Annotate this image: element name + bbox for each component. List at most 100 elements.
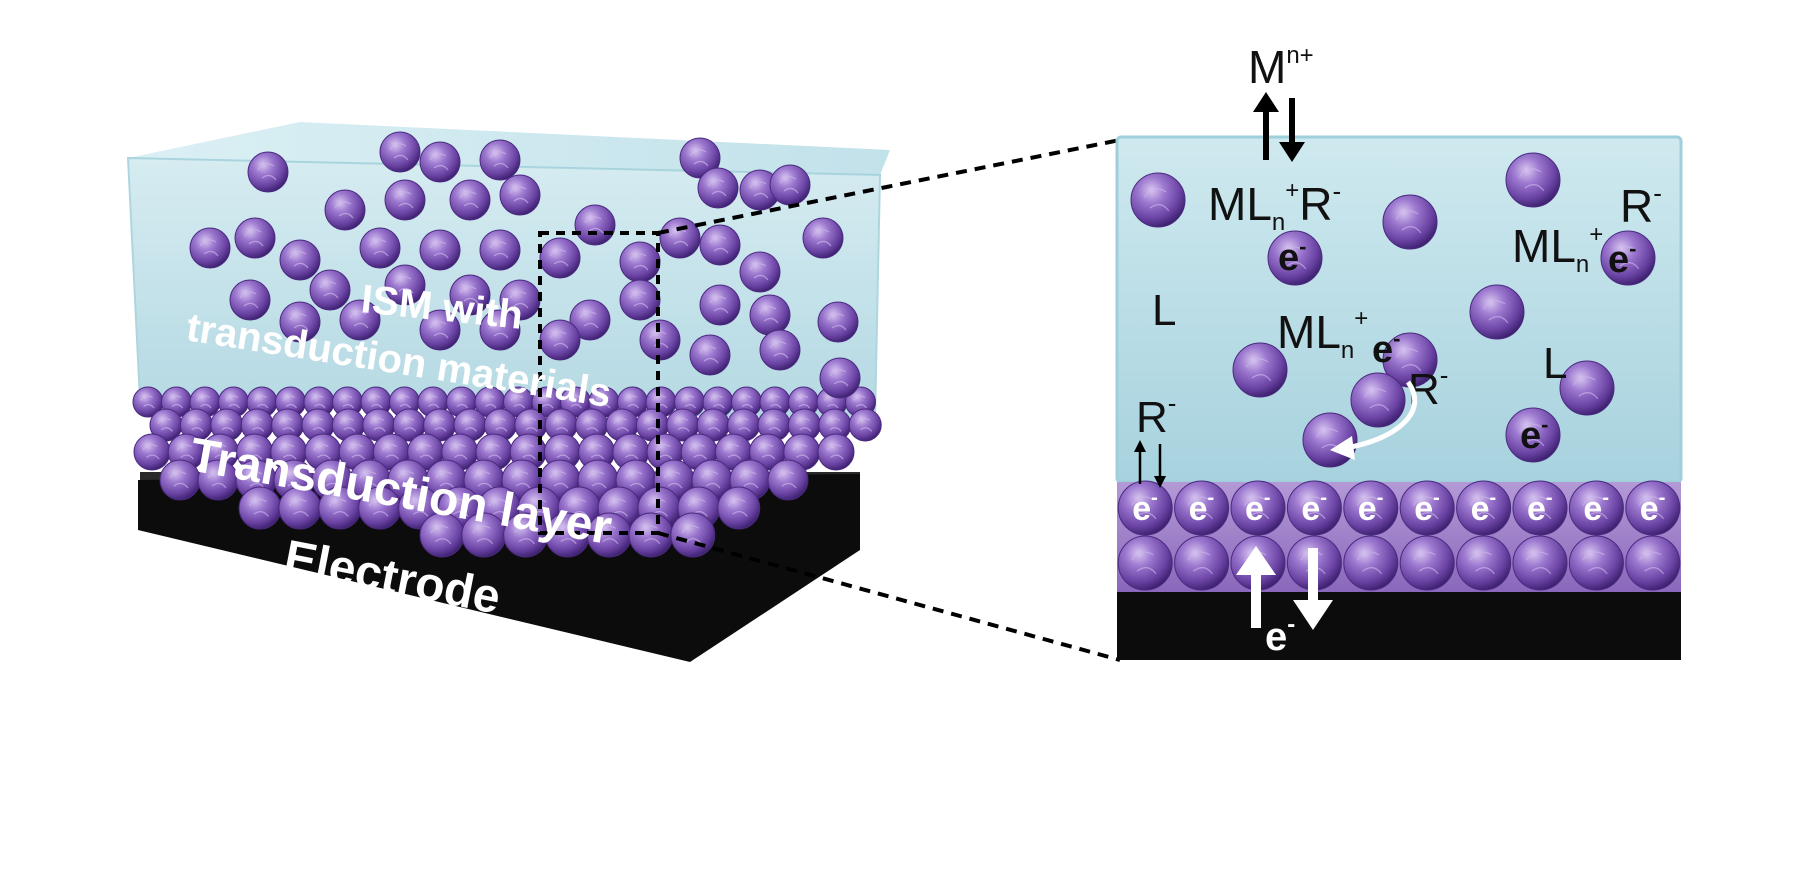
sphere-texture — [584, 216, 604, 234]
sphere-texture — [210, 443, 229, 460]
layer-electron-charge: - — [1546, 487, 1553, 509]
sphere-texture — [459, 191, 479, 209]
zoom-floating-sphere — [1469, 284, 1525, 340]
sphere-texture — [408, 498, 429, 517]
sphere-texture — [629, 291, 649, 309]
sphere-texture — [453, 395, 468, 409]
layer-sphere — [717, 486, 761, 530]
ion-m-label: Mn+ — [1248, 41, 1314, 93]
zoom-floating-sphere — [1505, 152, 1561, 208]
sphere-texture — [674, 417, 690, 432]
sphere-texture — [549, 471, 569, 489]
sphere-texture — [709, 236, 729, 254]
sphere-texture — [552, 443, 571, 460]
sphere-texture — [826, 443, 844, 460]
sphere-texture — [689, 443, 707, 460]
sphere-texture — [279, 443, 297, 460]
layer-electron-charge: - — [1264, 487, 1271, 509]
zoom-layer-sphere-bottom — [1117, 535, 1173, 591]
floating-sphere — [234, 217, 276, 259]
zoom-floating-sphere — [1505, 407, 1561, 463]
sphere-texture — [621, 443, 639, 460]
sphere-texture — [1187, 551, 1213, 575]
sphere-texture — [394, 276, 414, 294]
floating-sphere — [619, 279, 661, 321]
floating-sphere — [449, 274, 491, 316]
sphere-texture — [699, 346, 719, 364]
sphere-texture — [139, 395, 155, 409]
ism-floating-spheres — [189, 131, 861, 399]
floating-sphere — [539, 237, 581, 279]
zoom-layer-sphere-top — [1456, 480, 1512, 536]
sphere-texture — [429, 241, 449, 259]
zoom-layer-sphere-bottom — [1174, 535, 1230, 591]
floating-sphere — [817, 301, 859, 343]
sphere-texture — [1187, 496, 1213, 520]
electron-charge: - — [1299, 234, 1306, 259]
sphere-texture — [431, 417, 447, 432]
sphere-texture — [244, 229, 264, 247]
sphere-texture — [450, 443, 468, 460]
sphere-texture — [1131, 496, 1157, 520]
sphere-texture — [689, 149, 709, 167]
sphere-texture — [368, 498, 389, 517]
sphere-texture — [1143, 188, 1170, 212]
layer-sphere — [817, 433, 855, 471]
sphere-texture — [795, 395, 810, 409]
sphere-texture — [424, 395, 440, 409]
sphere-texture — [765, 417, 781, 432]
dashed-zoom-connector-top — [657, 138, 1121, 235]
sphere-texture — [196, 395, 212, 409]
left-3d-sensor: ISM with transduction materials Transduc… — [126, 122, 890, 662]
zoom-layer-sphere-top — [1117, 480, 1173, 536]
sphere-texture — [1572, 376, 1599, 400]
zoom-layer-sphere-top — [1568, 480, 1624, 536]
sphere-texture — [538, 395, 554, 409]
sphere-texture — [587, 471, 607, 489]
zoom-layer-sphere-top — [1286, 480, 1342, 536]
sphere-texture — [549, 331, 569, 349]
sphere-texture — [1413, 551, 1439, 575]
right-zoom-panel: e-e-e-e- e-e-e-e-e-e-e-e-e-e- Mn+ MLn+R-… — [1115, 41, 1683, 660]
sphere-texture — [1245, 358, 1272, 382]
sphere-texture — [1356, 496, 1383, 520]
zoom-floating-sphere — [1130, 172, 1186, 228]
sphere-texture — [1582, 496, 1608, 520]
sphere-texture — [1280, 246, 1307, 270]
sphere-texture — [472, 525, 494, 545]
sphere-texture — [429, 153, 449, 171]
layer-electron-charge: - — [1320, 487, 1327, 509]
electron-bottom-label: e- — [1265, 611, 1295, 659]
floating-sphere — [384, 179, 426, 221]
floating-sphere — [359, 227, 401, 269]
electron-label: e- — [1278, 234, 1306, 279]
zoom-layer-sphere-top — [1625, 480, 1681, 536]
sphere-texture — [339, 417, 356, 432]
sphere-texture — [187, 417, 204, 432]
sphere-texture — [367, 395, 383, 409]
sphere-texture — [1638, 551, 1665, 575]
sphere-texture — [289, 251, 309, 269]
zoom-floating-sphere — [1600, 230, 1656, 286]
complex-top-right: MLn+ — [1512, 220, 1603, 278]
sphere-texture — [567, 395, 582, 409]
zoom-layer-sphere-top — [1399, 480, 1455, 536]
floating-sphere — [419, 141, 461, 183]
sphere-texture — [459, 286, 479, 304]
sphere-texture — [1356, 551, 1383, 575]
zoom-floating-sphere — [1232, 342, 1288, 398]
anion-r-left: R- — [1136, 388, 1176, 442]
sphere-texture — [792, 443, 810, 460]
sphere-texture — [701, 471, 721, 489]
zoom-floating-sphere — [1267, 230, 1323, 286]
complex-top-left: MLn+R- — [1208, 176, 1341, 236]
zoom-layer-sphere-top — [1512, 480, 1568, 536]
sphere-texture — [207, 471, 227, 489]
floating-sphere — [679, 137, 721, 179]
floating-sphere — [619, 241, 661, 283]
sphere-texture — [430, 525, 452, 545]
sphere-texture — [225, 395, 240, 409]
sphere-texture — [1243, 496, 1270, 520]
zoom-floating-spheres: e-e-e-e- — [1130, 152, 1656, 468]
sphere-texture — [625, 471, 645, 489]
